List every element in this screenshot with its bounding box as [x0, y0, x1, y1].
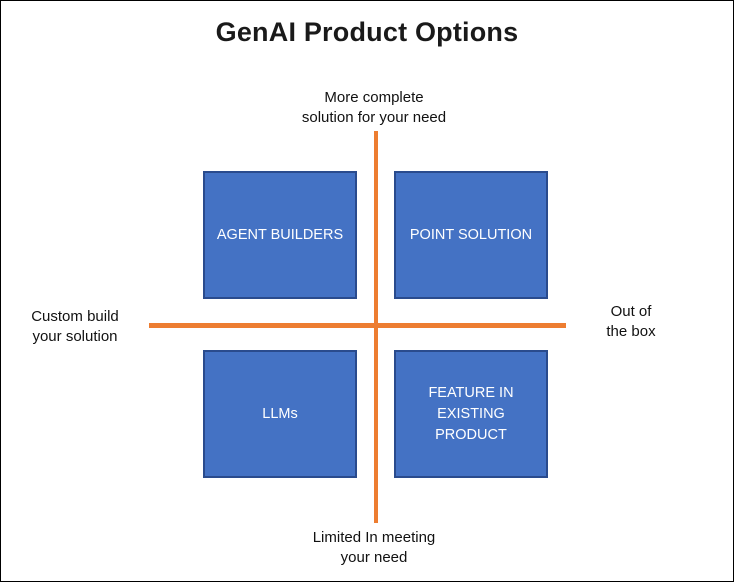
axis-line-horizontal	[149, 323, 566, 328]
quadrant-label: LLMs	[262, 405, 298, 422]
quadrant-label: FEATURE IN EXISTING PRODUCT	[428, 384, 514, 443]
axis-label-left: Custom build your solution	[31, 308, 119, 345]
quadrant-box-feature-in-existing-product: FEATURE IN EXISTING PRODUCT	[394, 350, 548, 478]
quadrant-label: POINT SOLUTION	[409, 226, 533, 243]
axis-label-right: Out of the box	[606, 303, 656, 340]
quadrant-box-point-solution: POINT SOLUTION	[394, 171, 548, 299]
chart-title: GenAI Product Options	[215, 17, 519, 47]
quadrant-label: AGENT BUILDERS	[216, 226, 344, 243]
quadrant-box-llms: LLMs	[203, 350, 357, 478]
axis-label-bottom: Limited In meeting your need	[312, 529, 436, 566]
quadrant-box-agent-builders: AGENT BUILDERS	[203, 171, 357, 299]
axis-label-top: More complete solution for your need	[301, 89, 447, 126]
